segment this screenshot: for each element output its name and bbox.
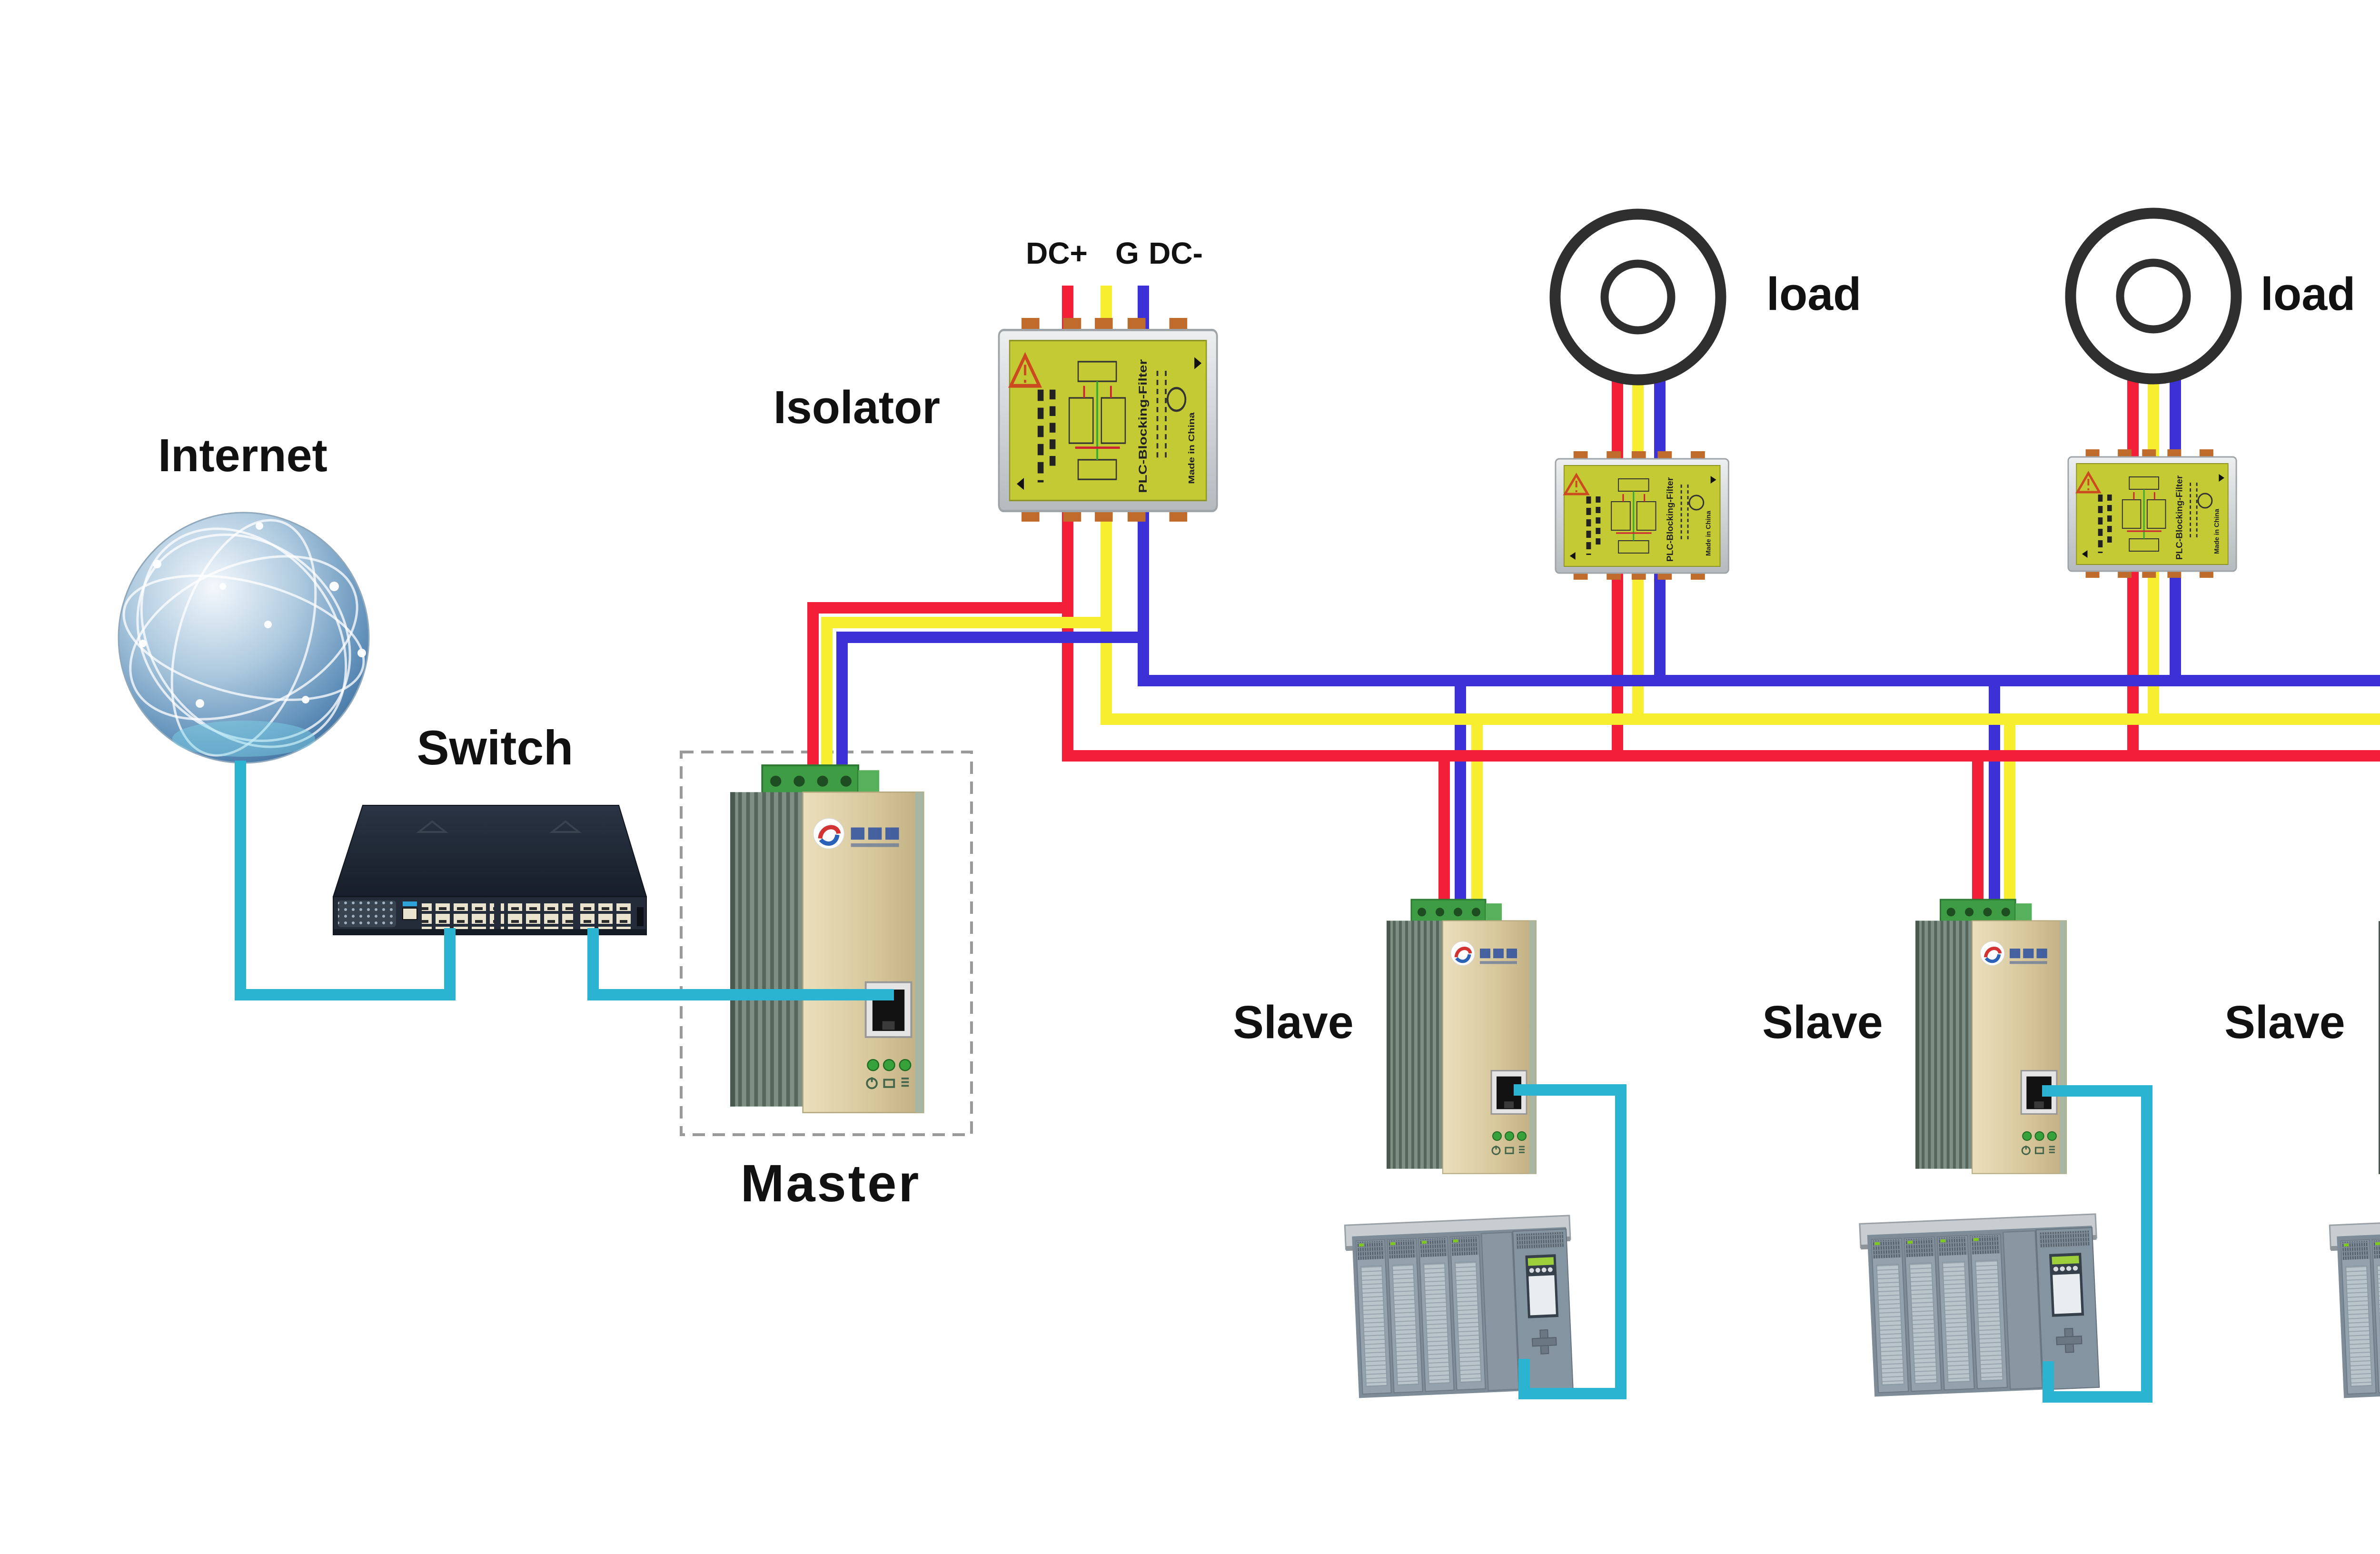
slave-3-label: Slave bbox=[2224, 996, 2345, 1048]
slave-device-2 bbox=[1915, 900, 2066, 1174]
console-tag bbox=[403, 901, 417, 906]
master-label: Master bbox=[740, 1154, 921, 1213]
plc-3 bbox=[2329, 1215, 2380, 1399]
slave-1-label: Slave bbox=[1233, 996, 1354, 1048]
wire-master-dcplus bbox=[807, 602, 1068, 781]
internet-label: Internet bbox=[158, 429, 327, 481]
sfp-slot bbox=[637, 907, 644, 926]
bus-dc-minus bbox=[1138, 505, 2380, 686]
wire-master-ground bbox=[821, 617, 1106, 781]
cable-internet-switch bbox=[235, 761, 456, 1000]
wire-master-dcminus bbox=[836, 632, 1143, 781]
plc-1 bbox=[1344, 1215, 1578, 1399]
cable-slave2-plc2 bbox=[2042, 1085, 2152, 1403]
isolator-term-dcminus-label: DC- bbox=[1149, 236, 1203, 270]
switch-led-panel bbox=[338, 901, 396, 927]
load-2 bbox=[2071, 213, 2236, 379]
bus-dc-plus bbox=[1062, 505, 2380, 762]
port-group-2 bbox=[501, 903, 573, 929]
load-2-label: load bbox=[2261, 268, 2356, 320]
port-group-1 bbox=[422, 903, 494, 929]
isolator-term-dcplus-label: DC+ bbox=[1026, 236, 1088, 270]
isolator-term-ground-label: G bbox=[1115, 236, 1139, 270]
network-cables bbox=[235, 761, 2152, 1403]
port-group-3 bbox=[580, 903, 634, 929]
slave-device-1 bbox=[1387, 900, 1536, 1174]
switch-label: Switch bbox=[416, 721, 574, 775]
load-1-label: load bbox=[1766, 268, 1862, 320]
isolator-label: Isolator bbox=[773, 381, 941, 433]
bus-lines bbox=[1062, 505, 2380, 762]
cable-slave1-plc1 bbox=[1514, 1084, 1626, 1399]
slave-2-label: Slave bbox=[1762, 996, 1883, 1048]
console-port bbox=[402, 908, 417, 920]
internet-globe-icon bbox=[118, 512, 370, 764]
plc-2 bbox=[1859, 1213, 2104, 1398]
load-filter-1 bbox=[1556, 451, 1728, 580]
load-filter-2 bbox=[2068, 449, 2236, 578]
cable-switch-master bbox=[587, 928, 894, 1000]
load-1 bbox=[1555, 214, 1721, 380]
master-device bbox=[730, 765, 923, 1113]
devices bbox=[118, 213, 2380, 1399]
network-switch bbox=[332, 805, 647, 935]
bus-ground bbox=[1101, 505, 2380, 725]
isolator-device bbox=[999, 318, 1217, 522]
